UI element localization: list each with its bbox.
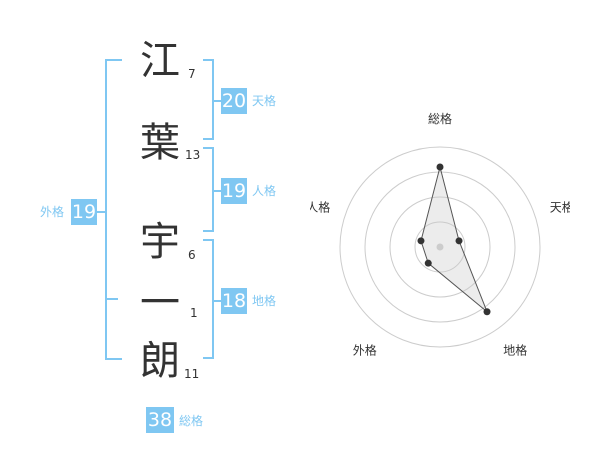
chikaku-label: 地格 — [252, 294, 277, 308]
radar-point-1 — [436, 163, 444, 171]
soukaku-label: 総格 — [179, 414, 204, 428]
stroke-count-5: 11 — [184, 367, 200, 381]
chikaku-bracket — [203, 239, 214, 359]
radar-axis-label-2: 天格 — [550, 199, 570, 214]
radar-ring-2 — [389, 196, 491, 298]
radar-ring-1 — [414, 221, 466, 273]
soukaku-badge: 38 — [146, 407, 174, 433]
radar-axis-label-4: 外格 — [353, 343, 377, 358]
name-char-2: 葉 — [140, 120, 180, 166]
tenkaku-badge: 20 — [221, 88, 247, 114]
stroke-count-3: 6 — [188, 248, 196, 262]
radar-point-3 — [483, 308, 491, 316]
tenkaku-label: 天格 — [252, 94, 277, 108]
radar-point-2 — [455, 237, 463, 245]
stroke-count-1: 7 — [188, 67, 196, 81]
radar-axis-label-5: 人格 — [310, 199, 330, 214]
jinkaku-bracket — [203, 147, 214, 232]
name-char-5: 朗 — [140, 338, 180, 384]
stroke-count-2: 13 — [185, 148, 201, 162]
name-char-4: 一 — [140, 280, 180, 326]
radar-point-5 — [417, 237, 425, 245]
chikaku-badge: 18 — [221, 288, 247, 314]
gaikaku-badge: 19 — [71, 199, 97, 225]
name-char-3: 宇 — [140, 219, 180, 265]
radar-ring-4 — [339, 146, 541, 348]
jinkaku-badge: 19 — [221, 178, 247, 204]
tenkaku-bracket — [203, 59, 214, 140]
jinkaku-label: 人格 — [252, 184, 277, 198]
radar-point-4 — [424, 259, 432, 267]
radar-axis-label-1: 総格 — [428, 111, 452, 126]
radar-center-dot — [436, 243, 444, 251]
gaikaku-bracket — [105, 59, 122, 360]
radar-series-area — [420, 166, 488, 313]
name-char-1: 江 — [140, 38, 180, 84]
radar-axis-label-3: 地格 — [503, 343, 527, 358]
gaikaku-label: 外格 — [40, 205, 65, 219]
radar-ring-3 — [364, 171, 516, 323]
stroke-count-4: 1 — [190, 306, 198, 320]
